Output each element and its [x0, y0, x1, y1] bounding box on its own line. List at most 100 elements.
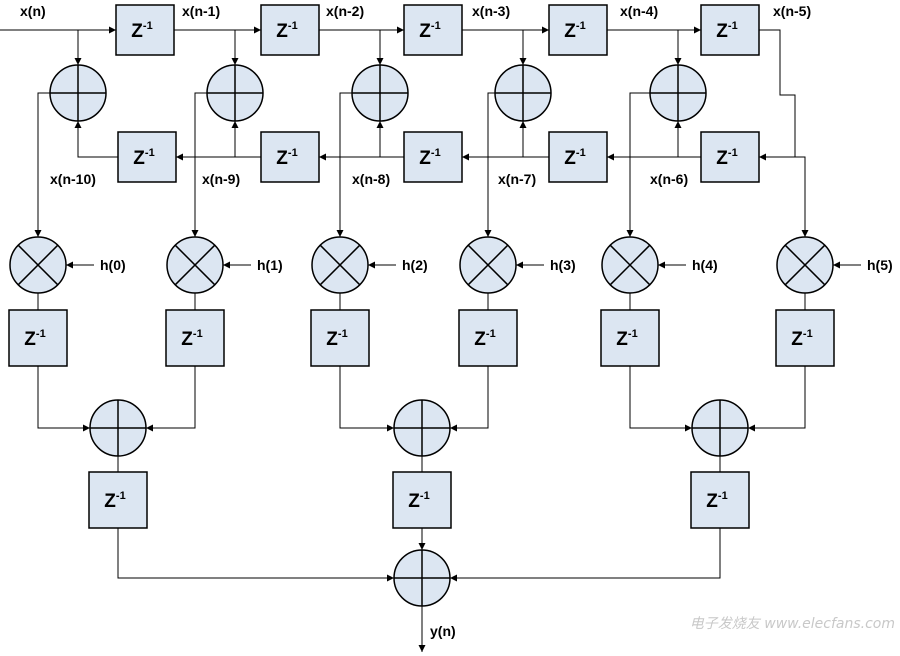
delay-label: Z-1 — [181, 328, 202, 350]
delay-label: Z-1 — [408, 490, 429, 512]
coefficient-label: h(5) — [867, 257, 893, 273]
delay-block-box — [548, 4, 608, 56]
delay-exponent: -1 — [803, 328, 813, 340]
delay-block-box — [88, 471, 148, 529]
delay-exponent: -1 — [145, 147, 155, 159]
delay-block-box — [117, 131, 177, 183]
delay-exponent: -1 — [576, 147, 586, 159]
pre-adder-2 — [206, 64, 264, 122]
delay-label: Z-1 — [616, 328, 637, 350]
delay-block-box — [700, 131, 760, 183]
adder-to-mult-wire — [484, 92, 495, 237]
sum-delay-1: Z-1 — [88, 471, 148, 529]
product-delay-0: Z-1 — [8, 309, 68, 367]
delay-exponent: -1 — [486, 328, 496, 340]
product-delay-3: Z-1 — [458, 309, 518, 367]
delay-block-box — [165, 309, 225, 367]
delay-label: Z-1 — [24, 328, 45, 350]
plus-icon — [650, 65, 706, 121]
tap-label: x(n-3) — [472, 3, 510, 19]
return-label: x(n-10) — [50, 171, 96, 187]
tap-label: x(n-4) — [620, 3, 658, 19]
times-icon — [784, 244, 826, 286]
times-icon — [174, 244, 216, 286]
top-delay-3: Z-1 — [403, 4, 463, 56]
final-wire — [450, 525, 721, 582]
input-label: x(n) — [20, 3, 46, 19]
delay-symbol: Z — [326, 329, 338, 350]
multiplier-0 — [9, 236, 67, 294]
delay-block-box — [548, 131, 608, 183]
return-delay-4: Z-1 — [548, 131, 608, 183]
delay-symbol: Z — [564, 148, 576, 169]
coefficient-label: h(1) — [257, 257, 283, 273]
delay-symbol: Z — [791, 329, 803, 350]
delay-symbol: Z — [131, 21, 143, 42]
delay-label: Z-1 — [131, 20, 152, 42]
plus-icon — [394, 400, 450, 456]
delay-exponent: -1 — [628, 328, 638, 340]
delay-exponent: -1 — [116, 490, 126, 502]
coefficient-label: h(0) — [100, 257, 126, 273]
delay-exponent: -1 — [420, 490, 430, 502]
delay-block-box — [403, 131, 463, 183]
delay-symbol: Z — [133, 148, 145, 169]
pre-adder-1 — [49, 64, 107, 122]
delay-exponent: -1 — [36, 328, 46, 340]
pair-adder-2 — [393, 399, 451, 457]
pre-adder-4 — [494, 64, 552, 122]
delay-label: Z-1 — [716, 20, 737, 42]
product-delay-2: Z-1 — [310, 309, 370, 367]
pair-wire — [37, 363, 90, 432]
delay-exponent: -1 — [728, 20, 738, 32]
delay-label: Z-1 — [419, 20, 440, 42]
delay-block-box — [260, 131, 320, 183]
delay-symbol: Z — [564, 21, 576, 42]
plus-icon — [352, 65, 408, 121]
watermark: 电子发烧友 www.elecfans.com — [690, 616, 895, 632]
coefficient-label: h(4) — [692, 257, 718, 273]
multiplier-1 — [166, 236, 224, 294]
coefficient-label: h(2) — [402, 257, 428, 273]
delay-symbol: Z — [706, 491, 718, 512]
delay-label: Z-1 — [276, 20, 297, 42]
delay-block-box — [310, 309, 370, 367]
times-icon — [609, 244, 651, 286]
pair-wire — [146, 363, 196, 432]
delay-exponent: -1 — [288, 20, 298, 32]
output-label: y(n) — [430, 623, 456, 639]
delay-block-box — [600, 309, 660, 367]
plus-icon — [495, 65, 551, 121]
plus-icon — [50, 65, 106, 121]
delay-block-box — [775, 309, 835, 367]
return-label: x(n-6) — [650, 171, 688, 187]
multiplier-2 — [311, 236, 369, 294]
delay-exponent: -1 — [143, 20, 153, 32]
delay-label: Z-1 — [474, 328, 495, 350]
delay-symbol: Z — [104, 491, 116, 512]
delay-symbol: Z — [408, 491, 420, 512]
return-label: x(n-8) — [352, 171, 390, 187]
multiplier-4 — [601, 236, 659, 294]
top-delay-1: Z-1 — [115, 4, 175, 56]
plus-icon — [90, 400, 146, 456]
delay-label: Z-1 — [706, 490, 727, 512]
delay-label: Z-1 — [133, 147, 154, 169]
delay-label: Z-1 — [276, 147, 297, 169]
product-delay-5: Z-1 — [775, 309, 835, 367]
delay-block-box — [260, 4, 320, 56]
pair-wire — [748, 363, 806, 432]
return-up-wire — [74, 121, 118, 158]
delay-block-box — [8, 309, 68, 367]
plus-icon — [207, 65, 263, 121]
adder-to-mult-wire — [191, 92, 207, 237]
product-delay-4: Z-1 — [600, 309, 660, 367]
delay-symbol: Z — [419, 148, 431, 169]
sum-delay-3: Z-1 — [690, 471, 750, 529]
delay-exponent: -1 — [728, 147, 738, 159]
delay-label: Z-1 — [716, 147, 737, 169]
final-adder — [393, 549, 451, 607]
times-icon — [467, 244, 509, 286]
